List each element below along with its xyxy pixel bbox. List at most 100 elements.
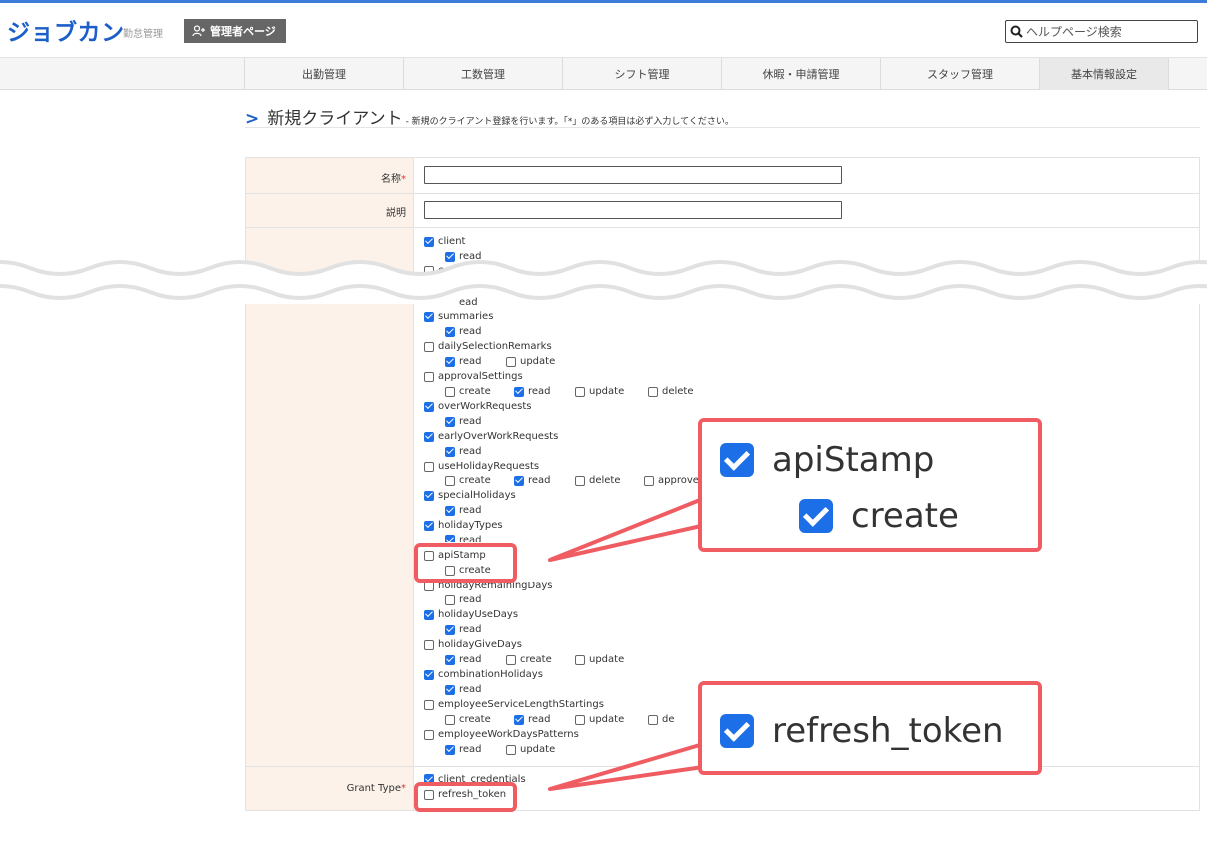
remaining-days-read-checkbox[interactable]: read (445, 594, 482, 605)
summaries-read-checkbox[interactable]: read (445, 326, 482, 337)
checkbox[interactable] (575, 475, 585, 486)
scope-early-over-work-requests-checkbox[interactable]: earlyOverWorkRequests (424, 431, 558, 442)
checkbox[interactable] (424, 371, 434, 382)
checkbox[interactable] (445, 654, 455, 665)
tab-attendance[interactable]: 出勤管理 (244, 58, 403, 90)
checkbox[interactable] (514, 475, 524, 486)
scope-over-work-requests-checkbox[interactable]: overWorkRequests (424, 401, 531, 412)
jobcan-logo[interactable]: ジョブカン (7, 20, 125, 46)
checkbox[interactable] (514, 714, 524, 725)
daily-remarks-update-checkbox[interactable]: update (506, 356, 555, 367)
use-holiday-create-checkbox[interactable]: create (445, 475, 491, 486)
give-days-read-checkbox[interactable]: read (445, 654, 482, 665)
checkbox[interactable] (445, 565, 455, 576)
scope-holiday-give-days-checkbox[interactable]: holidayGiveDays (424, 639, 522, 650)
checkbox[interactable] (424, 774, 434, 782)
checkbox[interactable] (445, 356, 455, 367)
scope-holiday-remaining-days-checkbox[interactable]: holidayRemainingDays (424, 582, 552, 591)
description-input[interactable] (424, 201, 842, 219)
checkbox[interactable] (445, 624, 455, 635)
tab-basic-settings[interactable]: 基本情報設定 (1039, 58, 1169, 90)
checkbox[interactable] (445, 594, 455, 605)
approval-create-checkbox[interactable]: create (445, 386, 491, 397)
checkbox[interactable] (445, 446, 455, 457)
scope-api-stamp-checkbox[interactable]: apiStamp (424, 550, 486, 561)
checkbox[interactable] (506, 654, 516, 665)
employee-read-checkbox-partial[interactable]: ead (459, 297, 478, 308)
over-work-read-checkbox[interactable]: read (445, 416, 482, 427)
scope-client-checkbox[interactable]: client (424, 236, 465, 247)
scope-employee-work-days-checkbox[interactable]: employeeWorkDaysPatterns (424, 729, 579, 740)
service-length-read-checkbox[interactable]: read (514, 714, 551, 725)
give-days-create-checkbox[interactable]: create (506, 654, 552, 665)
service-length-update-checkbox[interactable]: update (575, 714, 624, 725)
service-length-create-checkbox[interactable]: create (445, 714, 491, 725)
use-days-read-checkbox[interactable]: read (445, 624, 482, 635)
checkbox[interactable] (424, 729, 434, 740)
tab-shift[interactable]: シフト管理 (562, 58, 721, 90)
checkbox[interactable] (445, 684, 455, 695)
scope-summaries-checkbox[interactable]: summaries (424, 311, 493, 322)
checkbox[interactable] (424, 341, 434, 352)
approval-read-checkbox[interactable]: read (514, 386, 551, 397)
scope-holiday-types-checkbox[interactable]: holidayTypes (424, 520, 503, 531)
checkbox[interactable] (445, 416, 455, 427)
service-length-delete-checkbox[interactable]: de (648, 714, 675, 725)
checkbox[interactable] (424, 789, 434, 800)
checkbox[interactable] (424, 669, 434, 680)
grant-client-credentials-checkbox[interactable]: client_credentials (424, 774, 526, 782)
checkbox[interactable] (648, 386, 658, 397)
early-over-work-read-checkbox[interactable]: read (445, 446, 482, 457)
checkbox[interactable] (575, 654, 585, 665)
checkbox[interactable] (648, 714, 658, 725)
use-holiday-approve-checkbox[interactable]: approve (644, 475, 699, 486)
checkbox[interactable] (424, 699, 434, 710)
give-days-update-checkbox[interactable]: update (575, 654, 624, 665)
api-stamp-create-checkbox[interactable]: create (445, 565, 491, 576)
use-holiday-read-checkbox[interactable]: read (514, 475, 551, 486)
tab-staff[interactable]: スタッフ管理 (880, 58, 1039, 90)
special-holidays-read-checkbox[interactable]: read (445, 505, 482, 516)
checkbox[interactable] (506, 356, 516, 367)
checkbox[interactable] (514, 386, 524, 397)
scope-daily-selection-remarks-checkbox[interactable]: dailySelectionRemarks (424, 341, 552, 352)
checkbox[interactable] (575, 714, 585, 725)
help-search-box[interactable] (1005, 20, 1198, 43)
checkbox[interactable] (424, 609, 434, 620)
checkbox[interactable] (424, 550, 434, 561)
approval-delete-checkbox[interactable]: delete (648, 386, 694, 397)
checkbox[interactable] (644, 475, 654, 486)
checkbox[interactable] (424, 431, 434, 442)
checkbox[interactable] (424, 311, 434, 322)
work-days-update-checkbox[interactable]: update (506, 744, 555, 755)
combination-read-checkbox[interactable]: read (445, 684, 482, 695)
approval-update-checkbox[interactable]: update (575, 386, 624, 397)
checkbox[interactable] (445, 714, 455, 725)
scope-employee-service-length-checkbox[interactable]: employeeServiceLengthStartings (424, 699, 604, 710)
checkbox[interactable] (424, 490, 434, 501)
help-search-input[interactable] (1026, 24, 1191, 39)
checkbox[interactable] (424, 639, 434, 650)
checkbox[interactable] (445, 535, 455, 542)
checkbox[interactable] (424, 520, 434, 531)
scope-approval-settings-checkbox[interactable]: approvalSettings (424, 371, 523, 382)
work-days-read-checkbox[interactable]: read (445, 744, 482, 755)
grant-refresh-token-checkbox[interactable]: refresh_token (424, 789, 506, 800)
checkbox[interactable] (445, 326, 455, 337)
checkbox[interactable] (445, 505, 455, 516)
scope-special-holidays-checkbox[interactable]: specialHolidays (424, 490, 516, 501)
checkbox[interactable] (506, 744, 516, 755)
checkbox[interactable] (575, 386, 585, 397)
checkbox[interactable] (445, 386, 455, 397)
tab-leave-requests[interactable]: 休暇・申請管理 (721, 58, 880, 90)
client-read-checkbox[interactable]: read (445, 251, 482, 262)
scope-holiday-use-days-checkbox[interactable]: holidayUseDays (424, 609, 518, 620)
holiday-types-read-checkbox[interactable]: read (445, 535, 482, 542)
admin-page-button[interactable]: 管理者ページ (184, 19, 286, 43)
tab-man-hours[interactable]: 工数管理 (403, 58, 562, 90)
checkbox[interactable] (424, 461, 434, 472)
checkbox[interactable] (445, 475, 455, 486)
scope-use-holiday-requests-checkbox[interactable]: useHolidayRequests (424, 461, 539, 472)
name-input[interactable] (424, 166, 842, 184)
use-holiday-delete-checkbox[interactable]: delete (575, 475, 621, 486)
